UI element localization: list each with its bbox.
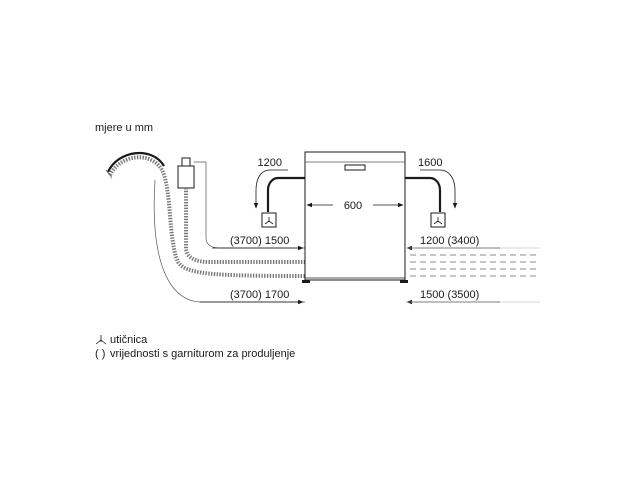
legend-extension-label: vrijednosti s garniturom za produljenje <box>110 348 295 360</box>
units-label: mjere u mm <box>95 122 153 134</box>
socket-icon <box>95 335 107 345</box>
dim-top-right: 1600 <box>418 157 442 169</box>
dim-right-lower: 1500 (3500) <box>420 289 479 301</box>
aquastop-valve <box>177 165 195 189</box>
dim-left-upper: (3700) 1500 <box>230 235 289 247</box>
legend: utičnica ( ) vrijednosti s garniturom za… <box>95 334 295 360</box>
drain-hose <box>105 152 306 278</box>
dim-left-lower: (3700) 1700 <box>230 289 289 301</box>
legend-socket-label: utičnica <box>110 334 148 346</box>
dim-right-upper: 1200 (3400) <box>420 235 479 247</box>
supply-hose <box>177 157 305 264</box>
socket-icon-left <box>261 212 277 228</box>
hose-continuation <box>410 254 540 277</box>
control-panel <box>344 164 366 171</box>
socket-icon-right <box>430 212 446 228</box>
dishwasher-body <box>302 151 408 283</box>
dim-top-left: 1200 <box>258 157 282 169</box>
dim-width: 600 <box>344 200 362 212</box>
parentheses-icon: ( ) <box>95 348 105 360</box>
